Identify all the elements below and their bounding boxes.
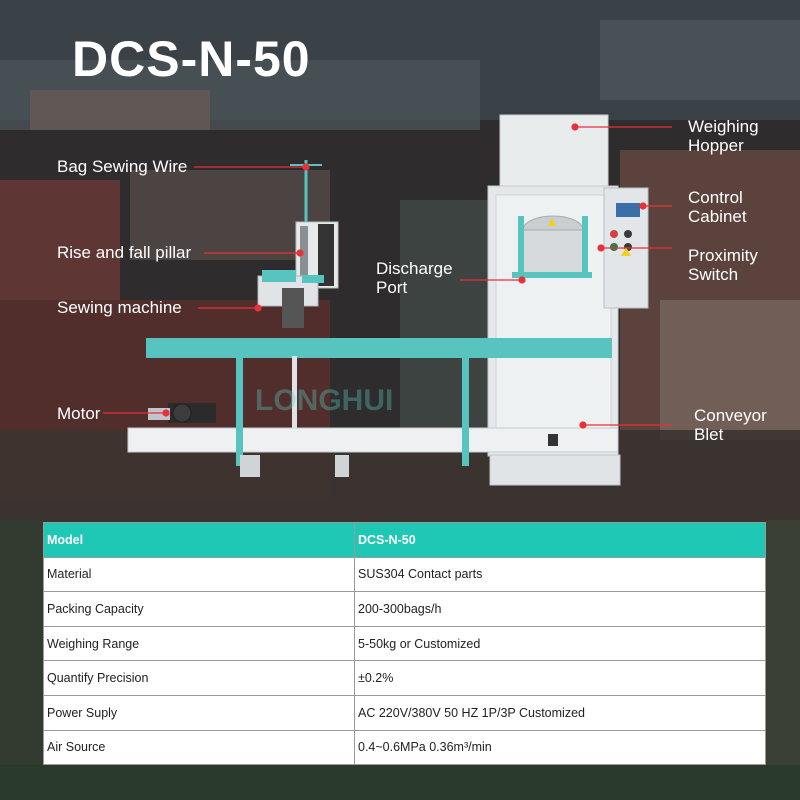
label-rise-fall-pillar: Rise and fall pillar bbox=[57, 243, 192, 262]
table-row: Quantify Precision ±0.2% bbox=[43, 660, 766, 696]
label-discharge-port: Discharge Port bbox=[376, 259, 453, 297]
label-conveyor-belt-line1: Conveyor bbox=[694, 406, 767, 425]
table-cell: SUS304 Contact parts bbox=[354, 556, 766, 593]
label-weighing-hopper: Weighing Hopper bbox=[688, 117, 759, 155]
table-cell: Air Source bbox=[43, 729, 355, 766]
page-title: DCS-N-50 bbox=[72, 31, 311, 87]
table-header-row: Model DCS-N-50 bbox=[43, 522, 766, 558]
table-cell: Material bbox=[43, 556, 355, 593]
label-control-cabinet: Control Cabinet bbox=[688, 188, 747, 226]
table-cell: Quantify Precision bbox=[43, 660, 355, 696]
watermark-text: LONGHUI bbox=[255, 384, 393, 417]
table-cell: AC 220V/380V 50 HZ 1P/3P Customized bbox=[354, 694, 766, 731]
table-cell: Model bbox=[43, 522, 355, 558]
table-row: Weighing Range 5-50kg or Customized bbox=[43, 625, 766, 662]
table-cell: DCS-N-50 bbox=[354, 522, 766, 558]
table-row: Air Source 0.4~0.6MPa 0.36m³/min bbox=[43, 729, 766, 766]
table-cell: 200-300bags/h bbox=[354, 591, 766, 627]
label-control-cabinet-line2: Cabinet bbox=[688, 207, 747, 226]
table-row: Material SUS304 Contact parts bbox=[43, 556, 766, 593]
table-cell: 0.4~0.6MPa 0.36m³/min bbox=[354, 729, 766, 766]
table-cell: Power Suply bbox=[43, 694, 355, 731]
label-sewing-machine: Sewing machine bbox=[57, 298, 182, 317]
label-control-cabinet-line1: Control bbox=[688, 188, 743, 207]
label-proximity-switch-line2: Switch bbox=[688, 265, 739, 284]
label-bag-sewing-wire: Bag Sewing Wire bbox=[57, 157, 188, 176]
sewing-machine-unit bbox=[257, 160, 339, 328]
table-cell: Packing Capacity bbox=[43, 591, 355, 627]
table-cell: 5-50kg or Customized bbox=[354, 625, 766, 662]
packing-machine-illustration: LONGHUI bbox=[103, 114, 672, 486]
table-cell: ±0.2% bbox=[354, 660, 766, 696]
label-conveyor-belt: Conveyor Blet bbox=[694, 406, 767, 444]
label-weighing-hopper-line2: Hopper bbox=[688, 136, 744, 155]
label-proximity-switch-line1: Proximity bbox=[688, 246, 758, 265]
label-discharge-port-line2: Port bbox=[376, 278, 408, 297]
label-proximity-switch: Proximity Switch bbox=[688, 246, 758, 284]
label-motor: Motor bbox=[57, 404, 101, 423]
label-conveyor-belt-line2: Blet bbox=[694, 425, 724, 444]
weighing-hopper-tower bbox=[487, 114, 621, 486]
label-discharge-port-line1: Discharge bbox=[376, 259, 453, 278]
spec-table: Model DCS-N-50 Material SUS304 Contact p… bbox=[43, 522, 766, 766]
table-row: Packing Capacity 200-300bags/h bbox=[43, 591, 766, 627]
conveyor-belt-frame bbox=[127, 338, 619, 477]
label-weighing-hopper-line1: Weighing bbox=[688, 117, 759, 136]
pointer-lines bbox=[103, 123, 672, 429]
table-row: Power Suply AC 220V/380V 50 HZ 1P/3P Cus… bbox=[43, 694, 766, 731]
table-cell: Weighing Range bbox=[43, 625, 355, 662]
